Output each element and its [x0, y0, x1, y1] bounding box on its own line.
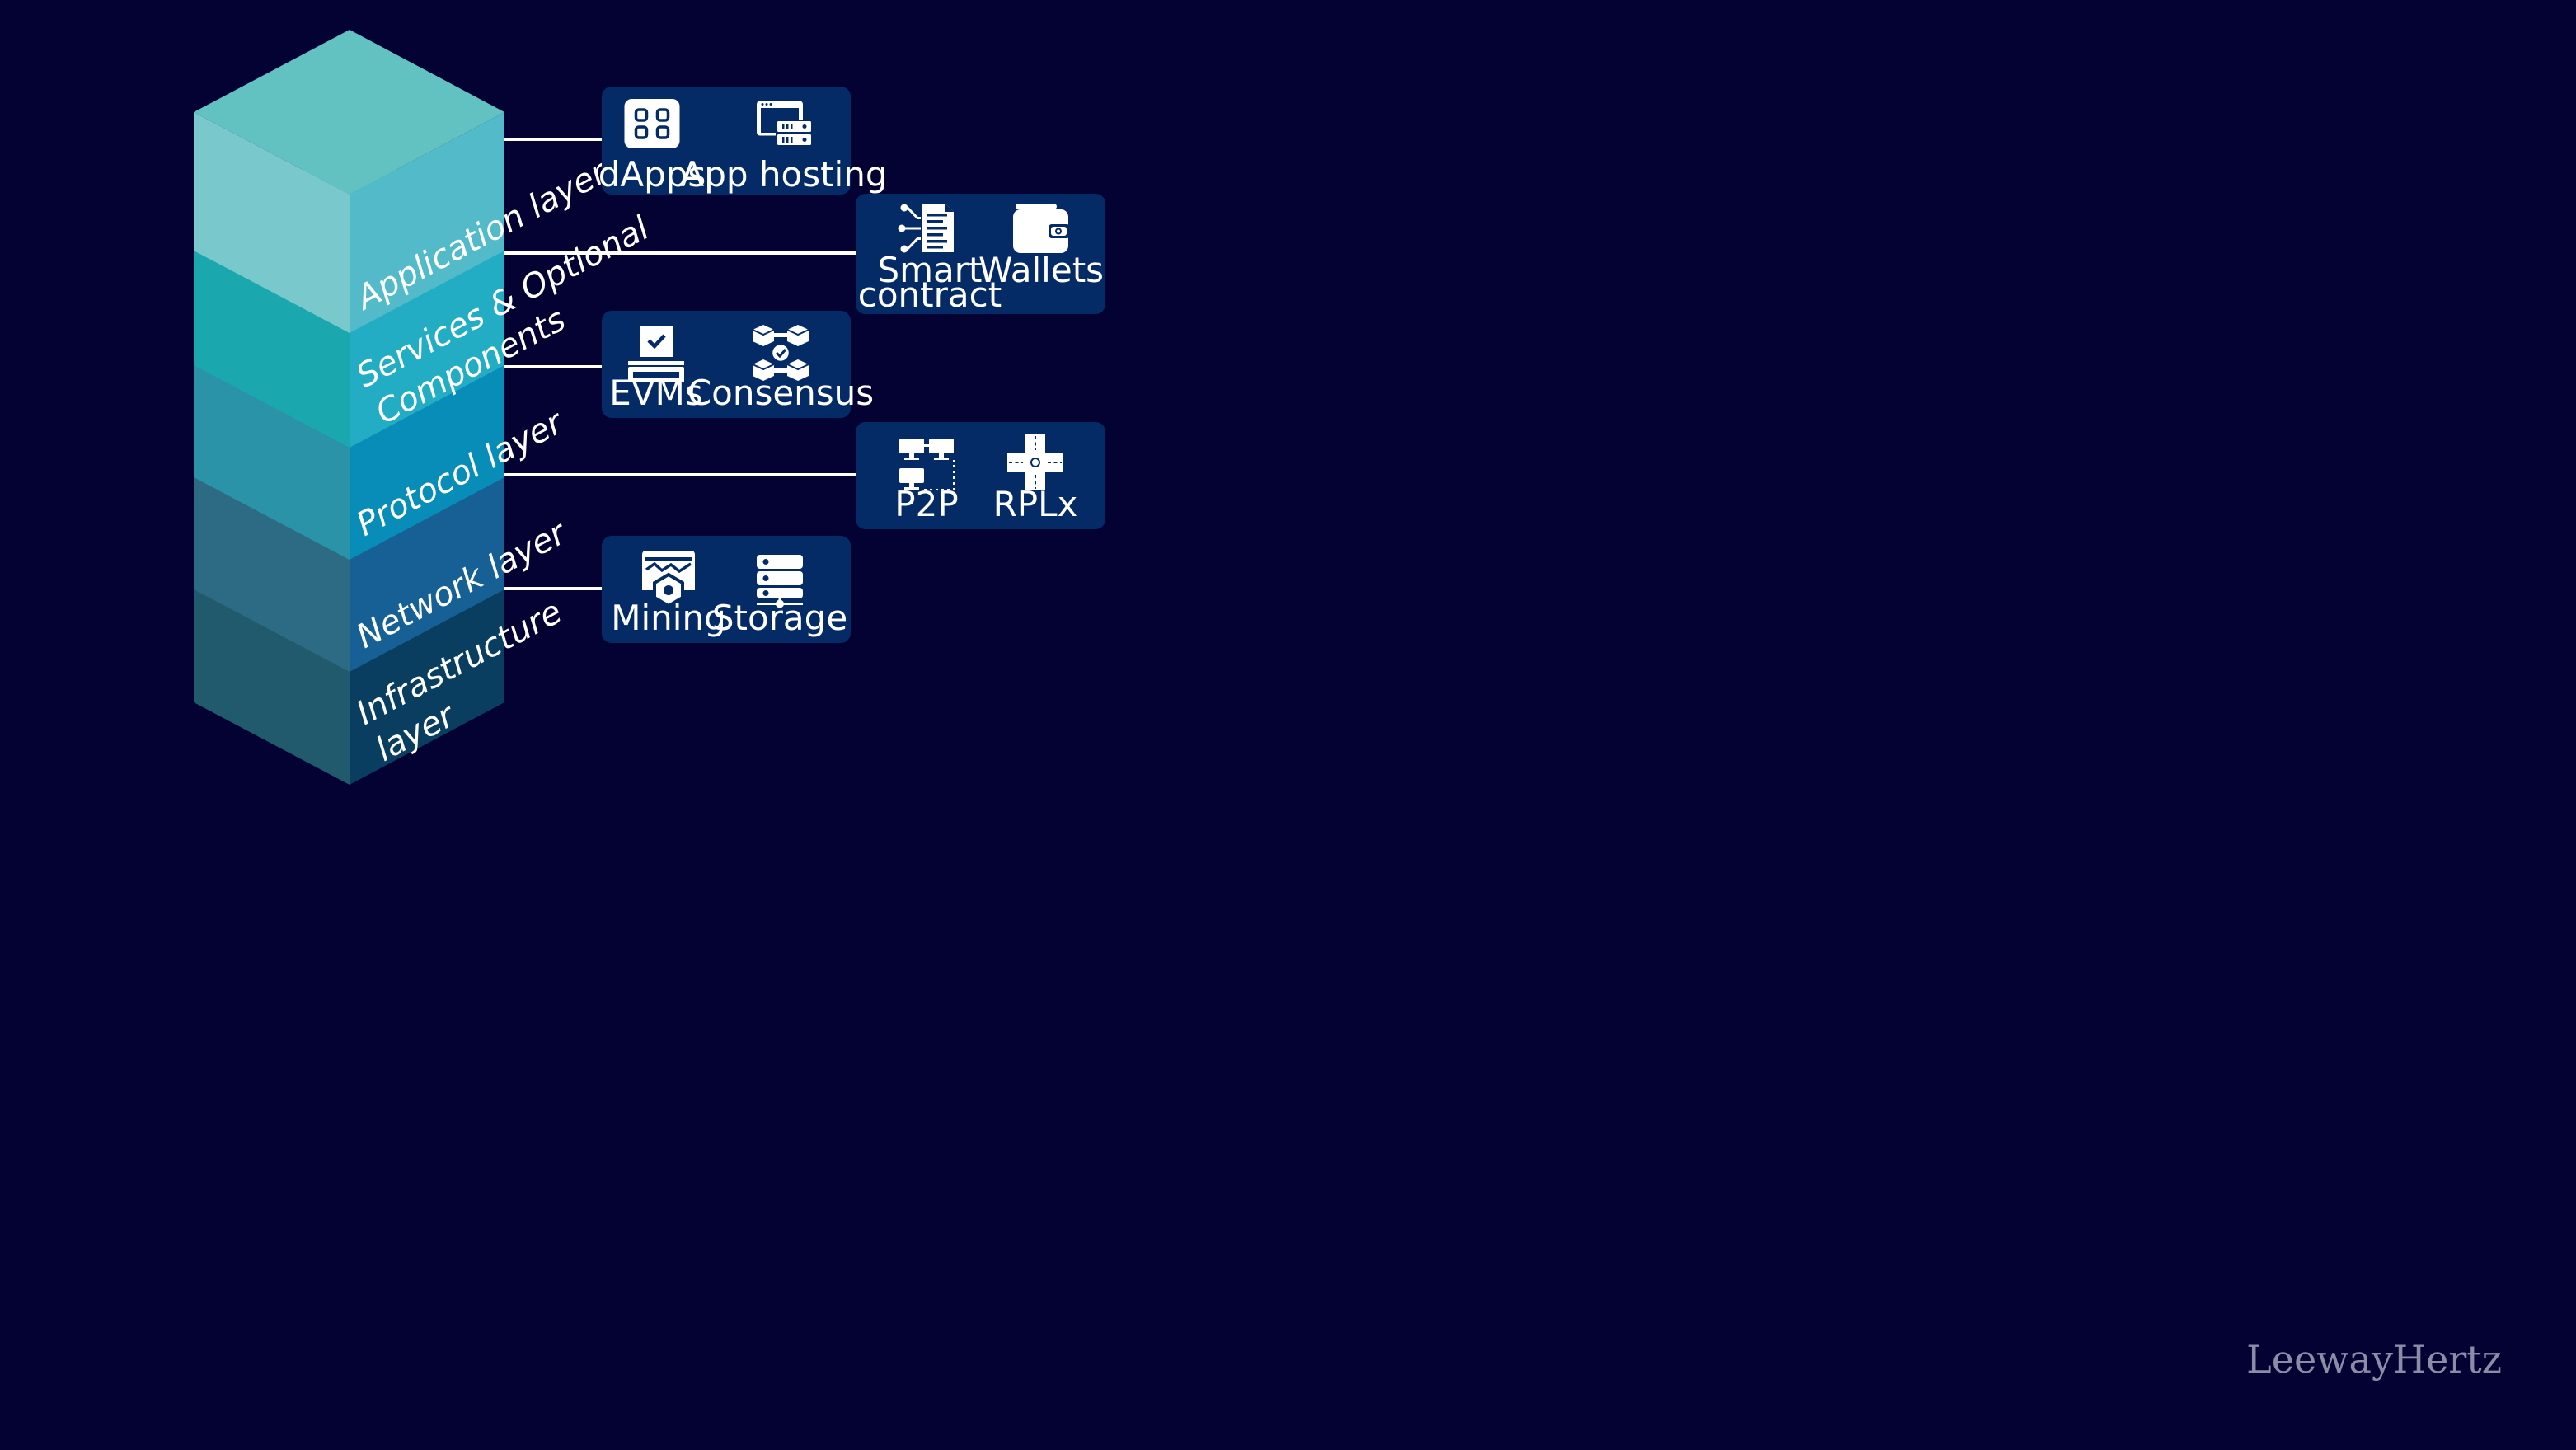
layer-left-face — [194, 564, 350, 785]
layer-right-face — [350, 112, 504, 333]
feature-label: Wallets — [978, 250, 1104, 290]
feature-label: EVMs — [609, 373, 702, 413]
connectors — [504, 138, 856, 590]
layer-right-face — [350, 564, 504, 785]
layer-left-face — [194, 227, 350, 448]
wallet-icon — [1013, 204, 1070, 253]
layer-top-face — [194, 30, 504, 195]
mining-icon — [642, 551, 695, 608]
feature-label: P2P — [894, 484, 958, 524]
feature-label: RPLx — [993, 484, 1078, 524]
feature-label: App hosting — [680, 154, 887, 195]
smart-contract-icon — [898, 204, 954, 253]
feature-label: Storage — [712, 598, 847, 638]
web-server-icon — [757, 101, 812, 147]
layer-right-face — [350, 227, 504, 448]
feature-label: dApps — [598, 154, 706, 195]
layer-left-face — [194, 339, 350, 560]
consensus-icon — [752, 325, 809, 381]
feature-label: Smart — [877, 250, 982, 290]
p2p-network-icon — [899, 439, 955, 490]
evm-icon — [628, 326, 684, 382]
feature-label: Consensus — [687, 373, 874, 413]
layer-right-face — [350, 451, 504, 672]
feature-label: Mining — [611, 598, 725, 638]
feature-card-4: P2P RPLx — [856, 422, 1105, 529]
layer-left-face — [194, 451, 350, 672]
rplx-crossroad-icon — [1007, 434, 1063, 490]
apps-grid-icon — [624, 99, 680, 148]
feature-label: contract — [858, 275, 1002, 315]
storage-server-icon — [757, 555, 803, 608]
layer-right-face — [350, 339, 504, 560]
brand-watermark: LeewayHertz — [2246, 1337, 2502, 1382]
layer-left-face — [194, 112, 350, 333]
